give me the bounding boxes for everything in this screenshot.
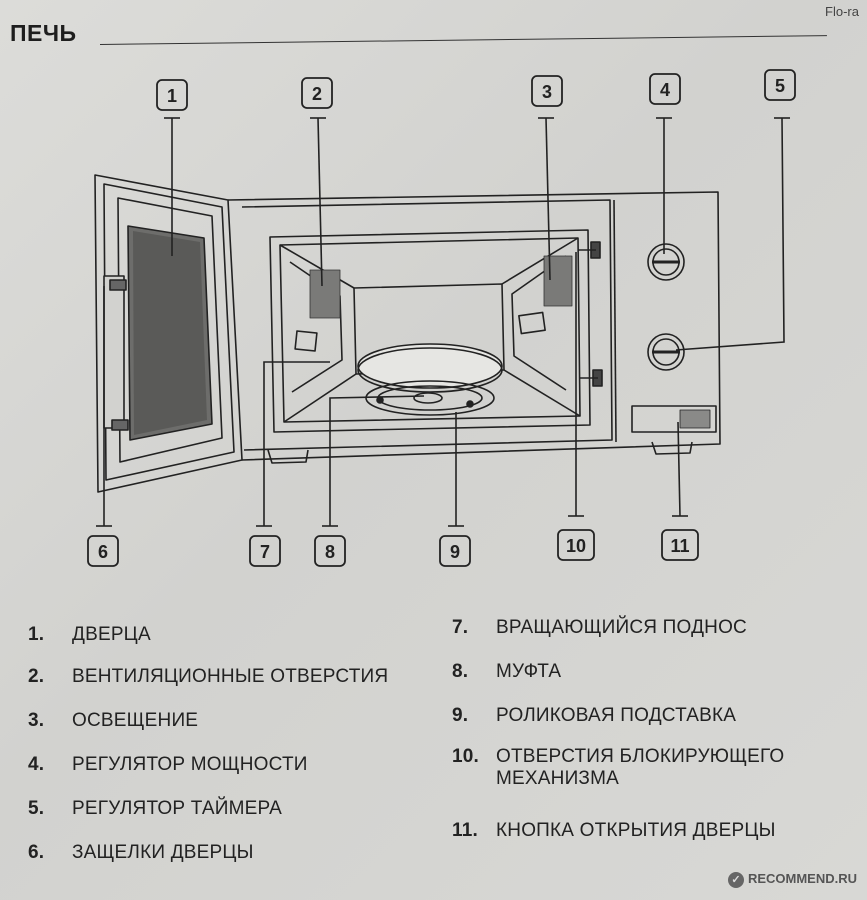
callout-9 xyxy=(439,535,471,567)
callout-3 xyxy=(531,75,563,107)
turntable-tray xyxy=(357,343,503,389)
callout-4 xyxy=(649,73,681,105)
recommend-logo-icon: ✓ xyxy=(727,872,744,888)
callout-6-label: 6 xyxy=(98,542,108,562)
callout-5-label: 5 xyxy=(775,76,785,96)
legend-item-4: 4.РЕГУЛЯТОР МОЩНОСТИ xyxy=(28,754,308,775)
callout-8 xyxy=(314,535,346,567)
watermark-bottom: ✓RECOMMEND.RU xyxy=(727,871,857,888)
callout-2 xyxy=(301,77,333,109)
callout-1-label: 1 xyxy=(167,86,177,106)
control-panel xyxy=(631,243,717,433)
watermark-top: Flo-ra xyxy=(825,4,859,19)
timer-knob xyxy=(647,333,685,371)
callout-11 xyxy=(661,529,699,561)
callout-5 xyxy=(764,69,796,101)
oven-cabinet xyxy=(227,191,721,464)
oven-cavity xyxy=(269,229,591,433)
callout-7 xyxy=(249,535,281,567)
callout-4-label: 4 xyxy=(660,80,670,100)
door-latch-top xyxy=(109,279,127,291)
door-latch-bottom xyxy=(111,419,129,431)
legend-item-3: 3.ОСВЕЩЕНИЕ xyxy=(28,710,199,731)
legend-item-8: 8.МУФТА xyxy=(452,661,562,682)
callout-10 xyxy=(557,529,595,561)
callout-7-label: 7 xyxy=(260,542,270,562)
title-rule xyxy=(99,35,827,45)
microwave-diagram: 1 2 3 4 5 6 7 8 9 10 11 xyxy=(87,69,796,567)
callout-11-label: 11 xyxy=(670,536,689,556)
callout-3-label: 3 xyxy=(542,82,552,102)
legend-item-11: 11.КНОПКА ОТКРЫТИЯ ДВЕРЦЫ xyxy=(452,820,776,841)
callout-9-label: 9 xyxy=(450,542,460,562)
door-open-button xyxy=(631,405,717,433)
coupler xyxy=(413,392,443,404)
legend-item-5: 5.РЕГУЛЯТОР ТАЙМЕРА xyxy=(28,798,283,819)
callout-1 xyxy=(156,79,188,111)
callout-2-label: 2 xyxy=(312,84,322,104)
light-cover xyxy=(518,311,546,335)
page-title: ПЕЧЬ xyxy=(10,20,77,46)
legend-item-2: 2.ВЕНТИЛЯЦИОННЫЕ ОТВЕРСТИЯ xyxy=(28,666,389,687)
door-illustration xyxy=(94,174,243,493)
legend-item-9: 9.РОЛИКОВАЯ ПОДСТАВКА xyxy=(452,705,737,726)
legend-item-1: 1.ДВЕРЦА xyxy=(28,624,151,645)
legend-item-7: 7.ВРАЩАЮЩИЙСЯ ПОДНОС xyxy=(452,617,747,638)
callout-8-label: 8 xyxy=(325,542,335,562)
legend-item-6: 6.ЗАЩЕЛКИ ДВЕРЦЫ xyxy=(28,842,254,863)
vent-holes-left xyxy=(309,269,341,319)
callout-10-label: 10 xyxy=(566,536,586,556)
callout-6 xyxy=(87,535,119,567)
vent-holes-right xyxy=(543,255,573,307)
power-knob xyxy=(647,243,685,281)
